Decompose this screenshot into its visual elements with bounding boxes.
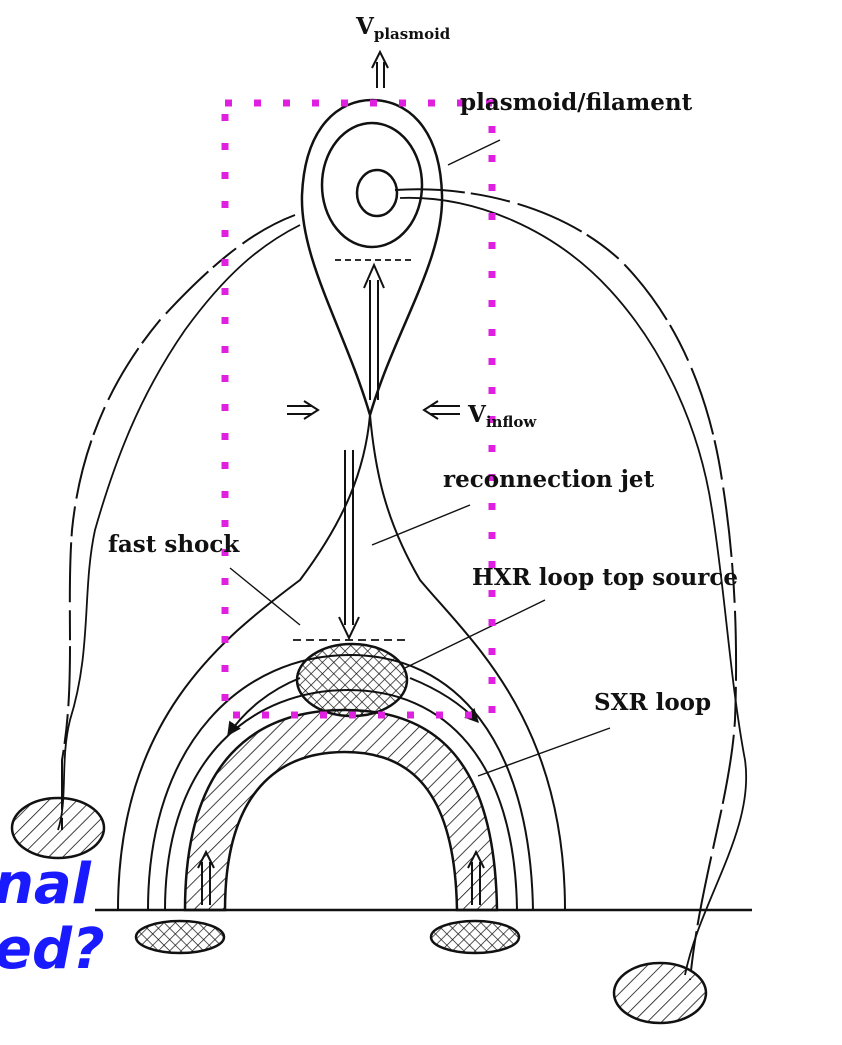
v-inflow-label: Vinflow xyxy=(467,401,537,431)
overlay-text-line1: nal xyxy=(0,852,92,917)
inflow-arrow-left xyxy=(287,401,318,419)
plasmoid-filament-label: plasmoid/filament xyxy=(460,89,693,116)
leader-recon-jet xyxy=(372,505,470,545)
plasmoid-core xyxy=(357,170,397,216)
sxr-loop-label: SXR loop xyxy=(594,689,711,716)
dotted-highlight-box xyxy=(225,103,492,715)
v-plasmoid-label: Vplasmoid xyxy=(355,13,451,43)
sxr-loop xyxy=(185,710,497,910)
hxr-loop-top-source xyxy=(297,644,407,716)
inflow-arrow-right xyxy=(424,401,460,419)
fast-shock-label: fast shock xyxy=(108,531,240,558)
remote-footpoint-left xyxy=(12,798,104,858)
reconnection-jet-label: reconnection jet xyxy=(443,466,655,493)
footpoint-source-left xyxy=(136,921,224,953)
plasmoid-inner-ring xyxy=(322,123,422,247)
plasmoid-outline xyxy=(302,100,442,415)
footpoint-source-right xyxy=(431,921,519,953)
overlay-text-line2: ed? xyxy=(0,917,105,982)
remote-footpoint-right xyxy=(614,963,706,1023)
leader-hxr xyxy=(405,600,545,668)
plasmoid-velocity-arrow xyxy=(372,52,388,88)
hxr-source-label: HXR loop top source xyxy=(472,564,738,591)
leader-fast-shock xyxy=(230,568,300,625)
